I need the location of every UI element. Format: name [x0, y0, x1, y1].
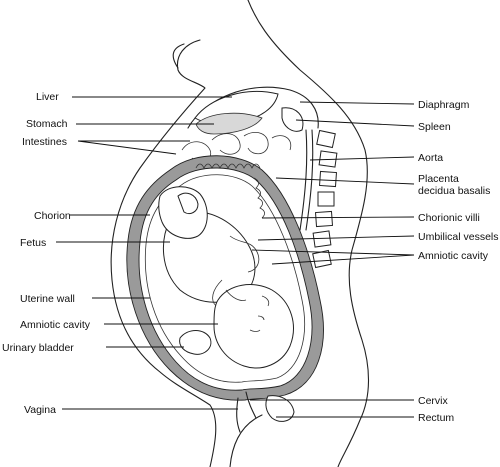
label-rectum: Rectum	[418, 412, 454, 424]
fetus-arm	[212, 279, 247, 307]
bladder-shape	[179, 330, 212, 355]
anatomy-illustration	[110, 0, 370, 467]
label-uterine-wall: Uterine wall	[20, 293, 75, 305]
label-vagina: Vagina	[24, 404, 56, 416]
fetus-head	[213, 284, 294, 369]
cervix-shape	[245, 391, 257, 419]
leader-chorionic-villi	[261, 216, 415, 219]
body-outline-back	[247, 0, 370, 467]
spine	[312, 129, 338, 269]
label-intestines: Intestines	[22, 136, 67, 148]
fetus-figure	[158, 186, 294, 369]
leader-diaphragm	[299, 101, 415, 105]
label-amniotic-cavity-left: Amniotic cavity	[20, 319, 91, 331]
label-stomach: Stomach	[26, 118, 68, 130]
leader-umbilical-vessels	[257, 235, 415, 241]
leader-amniotic-right-2	[271, 254, 415, 265]
label-cervix: Cervix	[418, 395, 449, 407]
label-diaphragm: Diaphragm	[418, 99, 470, 111]
placenta-villi	[195, 163, 265, 219]
fetus-foot	[177, 192, 199, 215]
label-decidua-basalis: decidua basalis	[418, 185, 490, 197]
labels: Liver Stomach Intestines Chorion Fetus U…	[2, 91, 499, 424]
label-amniotic-cavity-right: Amniotic cavity	[418, 250, 489, 262]
leader-spleen	[295, 119, 415, 127]
leader-intestines-2	[77, 140, 177, 155]
label-chorion: Chorion	[34, 210, 71, 222]
spleen-shape	[281, 107, 304, 132]
label-fetus: Fetus	[20, 237, 46, 249]
vagina-shape	[236, 397, 241, 433]
label-aorta: Aorta	[418, 152, 443, 164]
label-spleen: Spleen	[418, 121, 451, 133]
aorta-vessel	[299, 129, 308, 231]
thigh-outline	[229, 414, 263, 467]
rectum-shape	[265, 395, 295, 422]
fetus-face	[249, 295, 270, 332]
stomach-shape	[195, 112, 263, 135]
label-placenta: Placenta	[418, 173, 459, 185]
label-umbilical-vessels: Umbilical vessels	[418, 231, 499, 243]
leader-amniotic-right-1	[251, 249, 415, 256]
label-urinary-bladder: Urinary bladder	[2, 342, 74, 354]
label-chorionic-villi: Chorionic villi	[418, 212, 480, 224]
breast-outline	[172, 43, 185, 69]
chorion-membrane	[144, 174, 305, 383]
leader-aorta	[309, 156, 415, 161]
leader-placenta	[275, 177, 415, 185]
body-outline-front	[110, 39, 217, 467]
label-liver: Liver	[36, 91, 59, 103]
leader-lines	[56, 96, 415, 418]
